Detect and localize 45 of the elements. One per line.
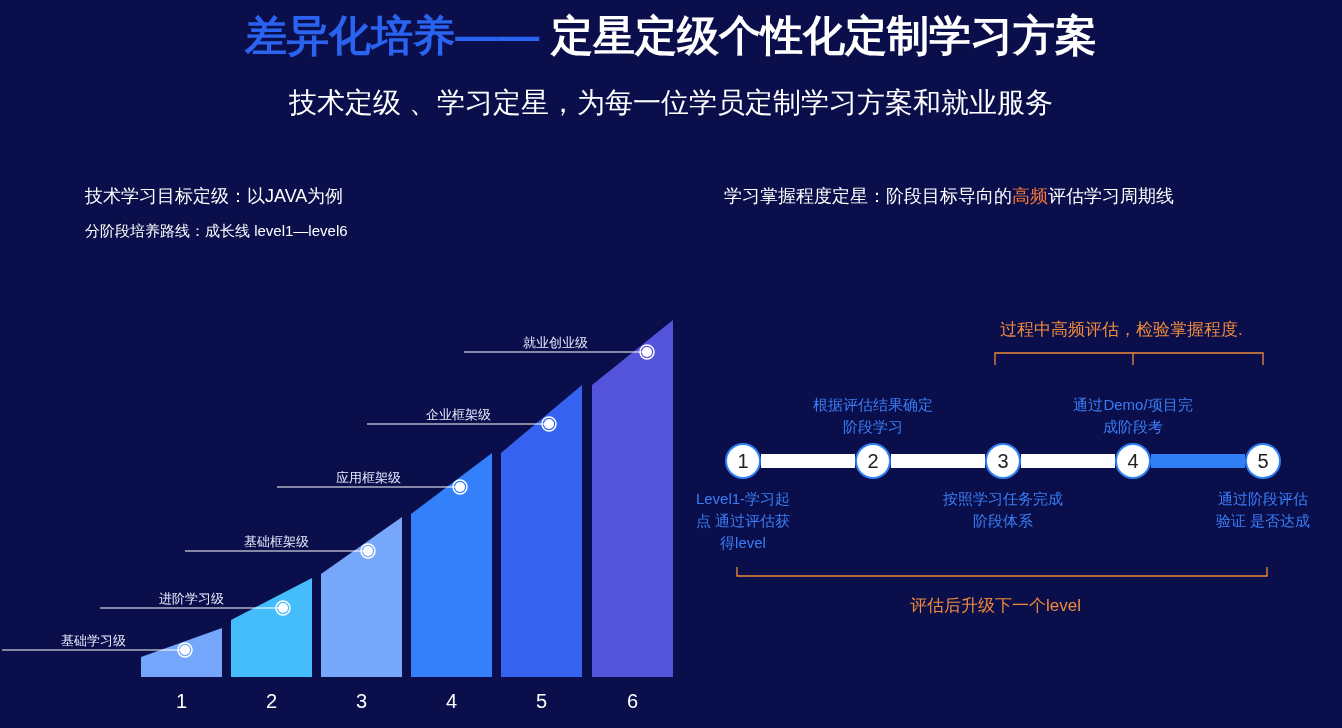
bar: [321, 517, 402, 677]
connector-line: [761, 454, 855, 468]
section-heading: 学习掌握程度定星：阶段目标导向的高频评估学习周期线: [724, 185, 1174, 208]
step-circle: 5: [1245, 443, 1281, 479]
connector-line: [1151, 454, 1245, 468]
section-subheading: 分阶段培养路线：成长线 level1—level6: [85, 222, 348, 241]
leader-line: [184, 543, 376, 559]
step-number: 6: [625, 690, 640, 713]
leader-line: [276, 479, 468, 495]
step-description: 按照学习任务完成阶段体系: [943, 489, 1063, 531]
bar: [592, 320, 673, 677]
level-label: 应用框架级: [277, 470, 460, 485]
level-label: 就业创业级: [464, 335, 647, 350]
title: 差异化培养—— 定星定级个性化定制学习方案: [243, 11, 1098, 61]
section-heading: 技术学习目标定级：以JAVA为例: [85, 185, 344, 208]
leader-line: [1, 642, 193, 658]
step-circle: 4: [1115, 443, 1151, 479]
leader-line: [463, 344, 655, 360]
leader-line: [366, 416, 557, 432]
step-circle: 3: [985, 443, 1021, 479]
bar: [231, 578, 312, 677]
step-description: 根据评估结果确定阶段学习: [813, 395, 933, 437]
bar: [411, 453, 492, 677]
step-number: 5: [534, 690, 549, 713]
level-label: 进阶学习级: [100, 591, 283, 606]
step-circle: 1: [725, 443, 761, 479]
level-label: 企业框架级: [367, 407, 549, 422]
bar: [141, 628, 222, 677]
step-description: Level1-学习起点 通过评估获得level: [694, 489, 792, 553]
step-circle: 2: [855, 443, 891, 479]
level-label: 基础学习级: [2, 633, 185, 648]
step-number: 3: [354, 690, 369, 713]
connector-line: [1021, 454, 1115, 468]
step-description: 通过Demo/项目完成阶段考: [1073, 395, 1193, 437]
connector-line: [891, 454, 985, 468]
step-description: 通过阶段评估验证 是否达成: [1215, 489, 1311, 531]
step-number: 2: [264, 690, 279, 713]
step-number: 1: [174, 690, 189, 713]
leader-line: [99, 600, 291, 616]
level-label: 基础框架级: [185, 534, 368, 549]
subtitle: 技术定级 、学习定星，为每一位学员定制学习方案和就业服务: [288, 86, 1054, 120]
bracket-note: 过程中高频评估，检验掌握程度.: [1000, 319, 1243, 341]
step-number: 4: [444, 690, 459, 713]
bar: [501, 385, 582, 677]
bracket-note: 评估后升级下一个level: [910, 595, 1081, 617]
